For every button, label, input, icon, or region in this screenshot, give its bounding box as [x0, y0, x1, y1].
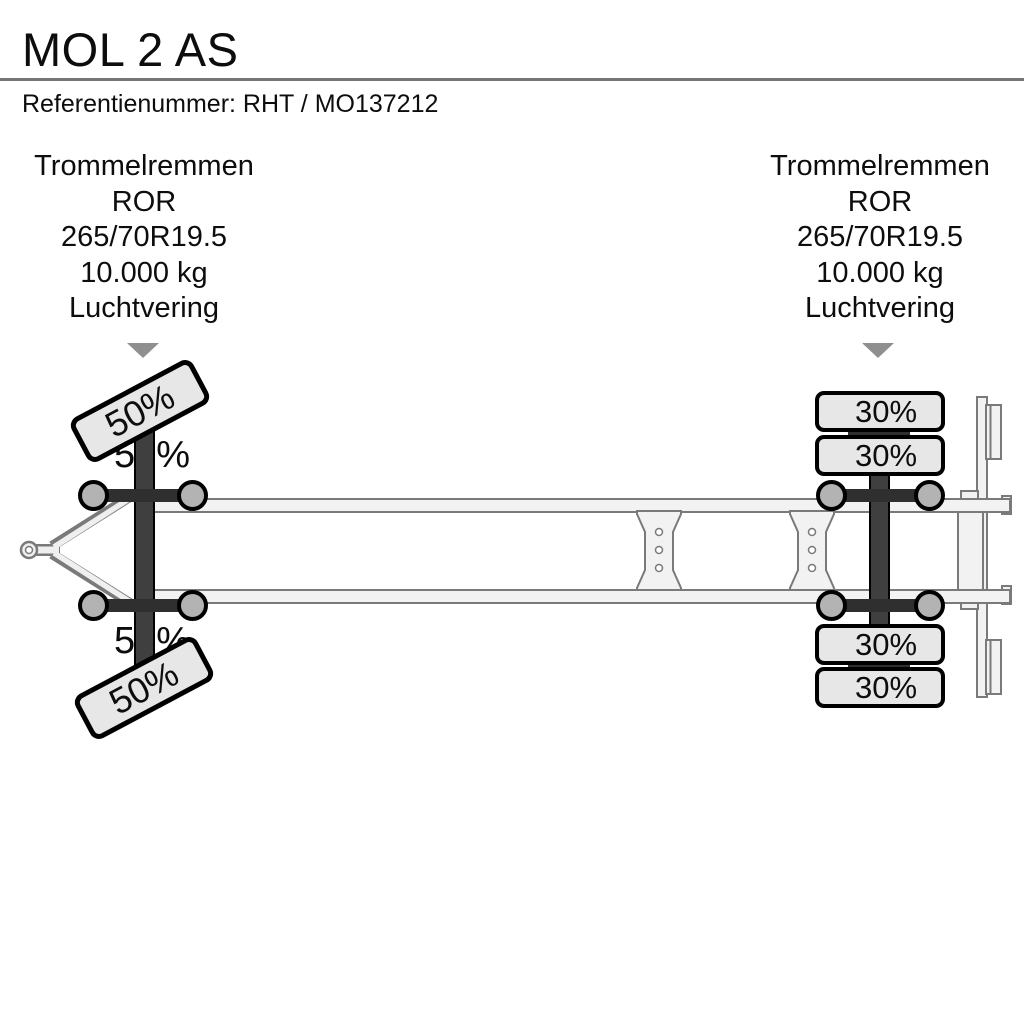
title-divider — [0, 78, 1024, 81]
bolt-hole — [654, 563, 664, 573]
spec-line-brakes: Trommelremmen — [34, 150, 254, 182]
rear-axle-specs: Trommelremmen ROR 265/70R19.5 10.000 kg … — [740, 149, 1020, 327]
wheel-hub — [816, 480, 847, 511]
stub-axle — [826, 489, 934, 502]
spec-line-suspension: Luchtvering — [805, 292, 955, 324]
spec-line-suspension: Luchtvering — [69, 292, 219, 324]
spec-line-tire-size: 265/70R19.5 — [60, 221, 228, 253]
tire-load-label: 30% — [854, 669, 918, 705]
spec-line-brakes: Trommelremmen — [770, 150, 990, 182]
rear-tire-outer-top: 30% — [815, 391, 945, 432]
spec-line-capacity: 10.000 kg — [816, 256, 944, 289]
page-title: MOL 2 AS — [22, 23, 239, 76]
tire-load-label: 30% — [854, 626, 918, 662]
wheel-hub — [78, 590, 109, 621]
front-axle-specs: Trommelremmen ROR 265/70R19.5 10.000 kg … — [4, 149, 284, 327]
bolt-hole — [654, 527, 664, 537]
wheel-hub — [914, 480, 945, 511]
spec-line-brand: ROR — [111, 185, 177, 218]
bolt-hole — [654, 545, 664, 555]
drawbar — [19, 490, 136, 610]
bolt-hole — [807, 563, 817, 573]
arrow-down-icon — [127, 343, 159, 358]
rear-axle-connector — [848, 428, 910, 437]
wheel-hub — [177, 480, 208, 511]
arrow-down-icon — [862, 343, 894, 358]
wheel-hub — [78, 480, 109, 511]
stub-axle — [826, 599, 934, 612]
rear-bracket-bottom — [985, 639, 1002, 695]
wheel-hub — [816, 590, 847, 621]
spec-line-capacity: 10.000 kg — [80, 256, 208, 289]
rear-tire-inner-bottom: 30% — [815, 624, 945, 665]
stub-axle — [88, 489, 196, 502]
spec-line-brand: ROR — [847, 185, 913, 218]
bolt-hole — [807, 527, 817, 537]
rear-bracket-top — [985, 404, 1002, 460]
stub-axle — [88, 599, 196, 612]
wheel-hub — [177, 590, 208, 621]
tire-load-label: 30% — [854, 437, 918, 473]
wheel-hub — [914, 590, 945, 621]
rear-crossmember — [957, 510, 984, 592]
reference-number: Referentienummer: RHT / MO137212 — [22, 90, 439, 118]
bolt-hole — [807, 545, 817, 555]
spec-line-tire-size: 265/70R19.5 — [796, 221, 964, 253]
rear-tire-outer-bottom: 30% — [815, 667, 945, 708]
rear-tire-inner-top: 30% — [815, 435, 945, 476]
tire-load-label: 30% — [854, 393, 918, 429]
tow-eye-hole — [24, 545, 34, 555]
